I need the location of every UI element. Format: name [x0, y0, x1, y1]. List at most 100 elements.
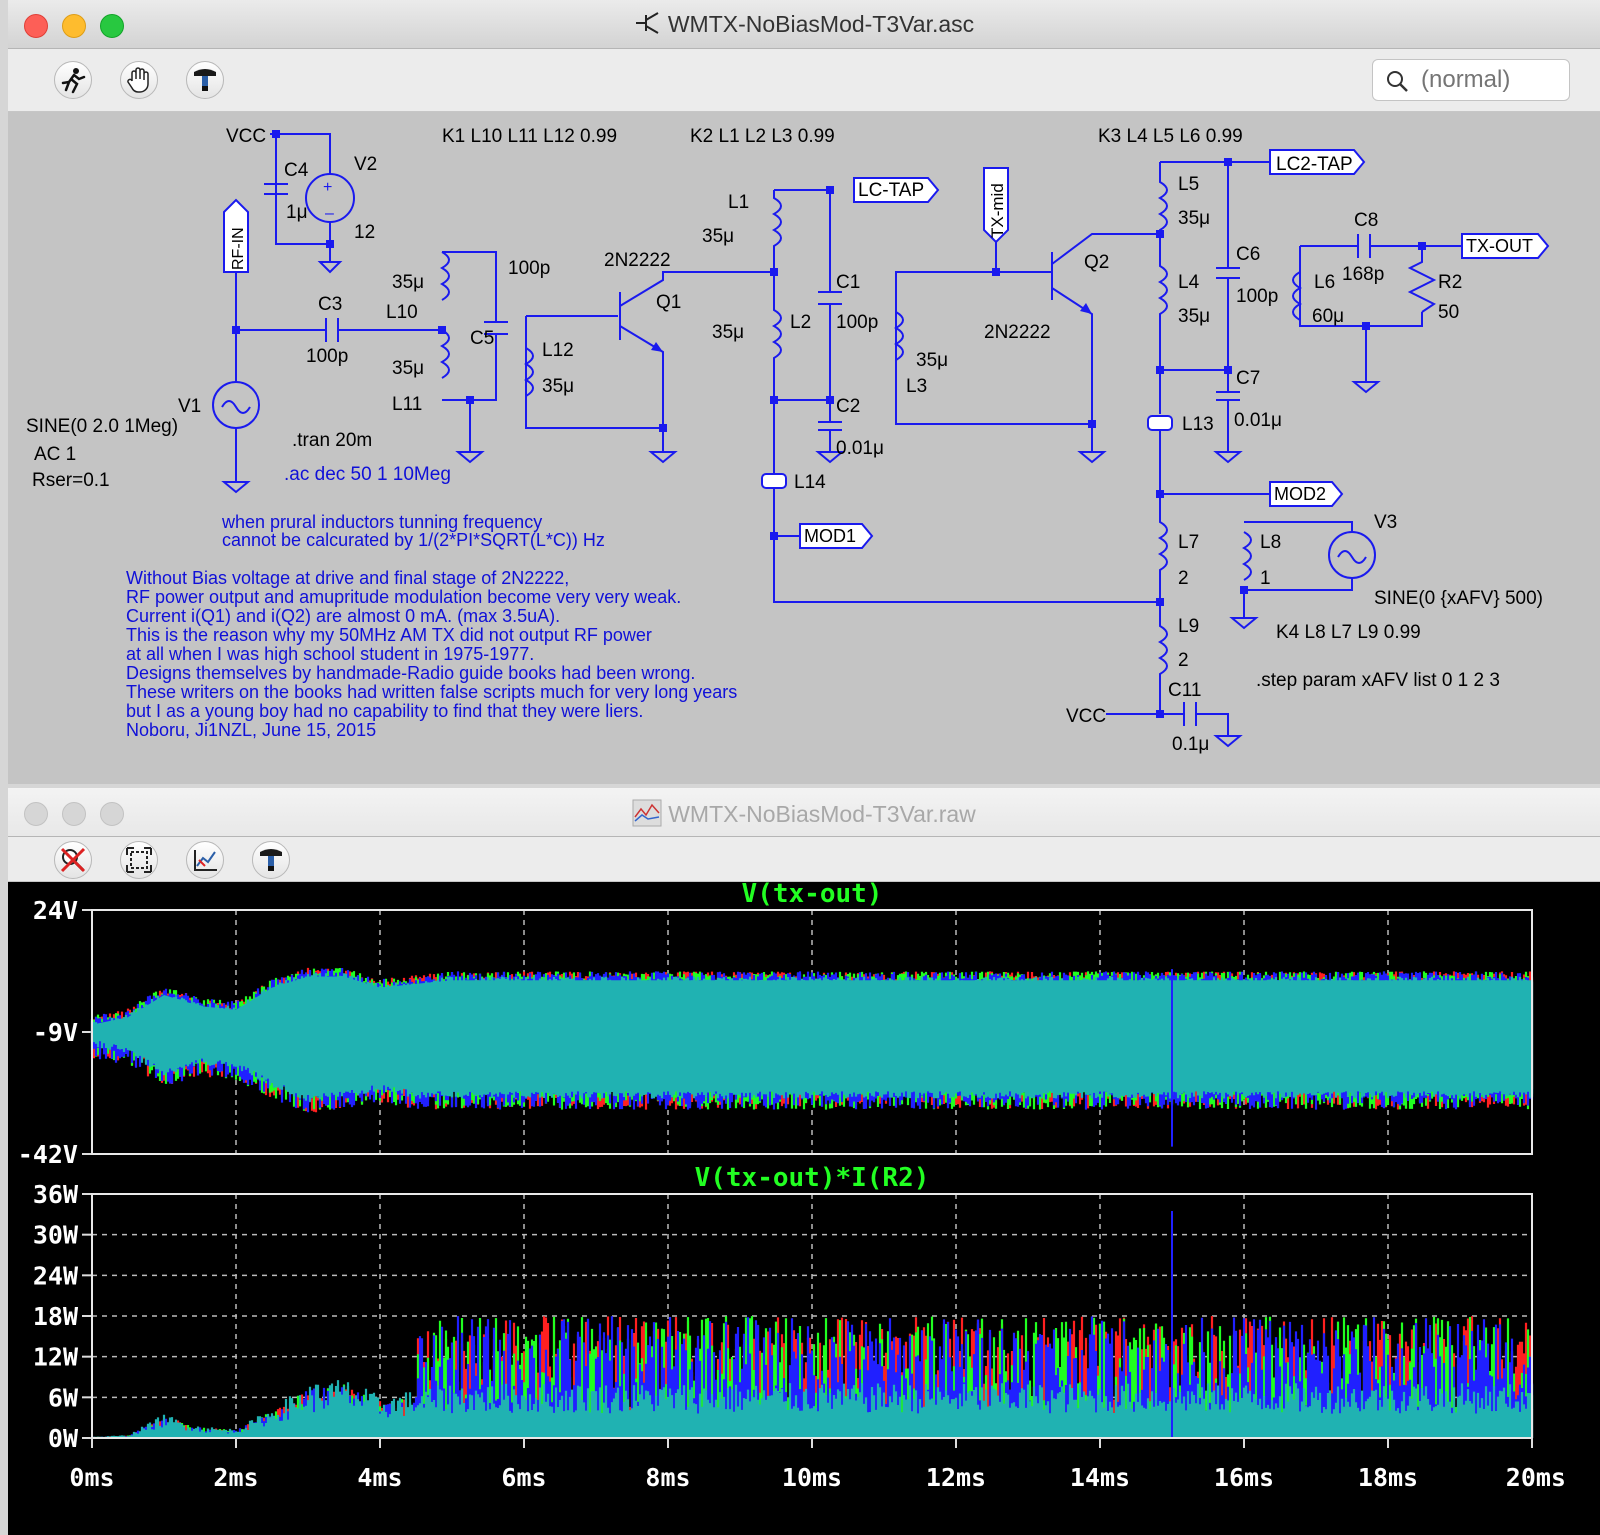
schematic-toolbar [8, 49, 1600, 112]
label-l7-value: 2 [1178, 568, 1189, 589]
waveform-window: WMTX-NoBiasMod-T3Var.raw [8, 788, 1600, 1535]
label-ac-directive: .ac dec 50 1 10Meg [284, 464, 451, 485]
label-c4: C4 [284, 160, 309, 181]
label-c3-value: 100p [306, 346, 348, 367]
label-l5: L5 [1178, 174, 1199, 195]
rf-in-flag [223, 198, 249, 273]
label-q1-model: 2N2222 [604, 250, 671, 271]
y-tick-label: 0W [48, 1424, 79, 1453]
label-c6: C6 [1236, 244, 1260, 265]
close-button[interactable] [24, 14, 48, 38]
waveform-toolbar [8, 837, 1600, 882]
label-c1-value: 100p [836, 312, 878, 333]
main-note-line: but I as a young boy had no capability t… [126, 701, 643, 721]
search-icon [1387, 71, 1408, 92]
waveform-window-title: WMTX-NoBiasMod-T3Var.raw [8, 799, 1600, 828]
label-l8-value: 1 [1260, 568, 1271, 589]
label-c3: C3 [318, 294, 342, 315]
label-l2-value: 35μ [712, 322, 744, 343]
label-l4-value: 35μ [1178, 306, 1210, 327]
waveform-title-text: WMTX-NoBiasMod-T3Var.raw [668, 801, 976, 827]
label-tx-mid: TX-mid [988, 183, 1007, 238]
zoom-button[interactable] [100, 802, 124, 826]
label-l3: L3 [906, 376, 927, 397]
schematic-title-text: WMTX-NoBiasMod-T3Var.asc [667, 11, 975, 37]
label-c2: C2 [836, 396, 860, 417]
hammer-icon [260, 849, 282, 871]
label-v3: V3 [1374, 512, 1397, 533]
label-l12-value: 35μ [542, 376, 574, 397]
main-note-line: RF power output and amupritude modulatio… [126, 587, 681, 607]
x-tick-label: 10ms [782, 1463, 842, 1492]
tx-out-flag [1461, 233, 1550, 259]
label-v2: V2 [354, 154, 377, 175]
schematic-canvas[interactable]: + – [8, 112, 1600, 784]
label-q2: Q2 [1084, 252, 1109, 273]
main-note-line: Without Bias voltage at drive and final … [126, 568, 569, 588]
main-note-line: Noboru, Ji1NZL, June 15, 2015 [126, 720, 376, 740]
label-l8: L8 [1260, 532, 1281, 553]
zoom-extent-button[interactable] [120, 841, 158, 879]
label-c7: C7 [1236, 368, 1260, 389]
x-tick-label: 20ms [1506, 1463, 1566, 1492]
main-note-line: at all when I was high school student in… [126, 644, 534, 664]
label-l2: L2 [790, 312, 811, 333]
label-l6-value: 60μ [1312, 306, 1344, 327]
autorange-button[interactable] [186, 841, 224, 879]
schematic-window-title: WMTX-NoBiasMod-T3Var.asc [8, 11, 1600, 38]
minimize-button[interactable] [62, 802, 86, 826]
settings-button[interactable] [186, 61, 224, 99]
main-note-line: Current i(Q1) and i(Q2) are almost 0 mA.… [126, 606, 560, 626]
label-r2: R2 [1438, 272, 1462, 293]
schematic-wires: + – [212, 133, 1464, 748]
search-input[interactable] [1419, 64, 1563, 96]
label-v1-sine: SINE(0 2.0 1Meg) [26, 416, 178, 437]
transistor-icon [635, 12, 659, 34]
y-tick-label: 36W [33, 1180, 79, 1209]
waveform-plots: V(tx-out)24V-9V-42VV(tx-out)*I(R2)36W30W… [18, 879, 1566, 1492]
waveform-file-icon [632, 799, 662, 827]
series-core-band [92, 976, 1532, 1095]
x-tick-label: 4ms [357, 1463, 402, 1492]
zoom-cancel-icon [60, 847, 86, 873]
svg-text:–: – [325, 205, 334, 222]
label-l13: L13 [1182, 414, 1214, 435]
label-lc2-tap: LC2-TAP [1276, 154, 1353, 175]
zoom-button[interactable] [100, 14, 124, 38]
freq-note-line: cannot be calcurated by 1/(2*PI*SQRT(L*C… [222, 530, 605, 550]
run-icon [61, 68, 86, 94]
hand-icon [127, 67, 149, 93]
label-l7: L7 [1178, 532, 1199, 553]
y-tick-label: -9V [33, 1018, 78, 1047]
l14-ferrite [761, 473, 787, 489]
label-r2-value: 50 [1438, 302, 1459, 323]
label-vcc-bottom: VCC [1066, 706, 1106, 727]
component-labels: VCC C4 1μ V2 12 K1 L10 L11 L12 0.99 K2 L… [26, 126, 1543, 755]
label-tran-directive: .tran 20m [292, 430, 372, 451]
label-c8-value: 168p [1342, 264, 1384, 285]
v3-source-symbol [1328, 531, 1376, 579]
search-field[interactable] [1372, 59, 1570, 101]
tx-mid-flag [983, 167, 1009, 244]
label-c8: C8 [1354, 210, 1378, 231]
x-tick-label: 6ms [501, 1463, 546, 1492]
label-step-directive: .step param xAFV list 0 1 2 3 [1256, 670, 1500, 691]
label-v1-ac: AC 1 [34, 444, 76, 465]
lc2-tap-flag [1269, 149, 1366, 175]
label-mod1: MOD1 [804, 526, 856, 546]
label-tx-out: TX-OUT [1466, 236, 1533, 256]
hammer-icon [194, 69, 216, 91]
minimize-button[interactable] [62, 14, 86, 38]
label-l9-value: 2 [1178, 650, 1189, 671]
x-tick-label: 0ms [69, 1463, 114, 1492]
settings-button[interactable] [252, 841, 290, 879]
label-c5-value: 100p [508, 258, 550, 279]
close-button[interactable] [24, 802, 48, 826]
label-l14: L14 [794, 472, 826, 493]
run-button[interactable] [54, 61, 92, 99]
x-tick-label: 18ms [1358, 1463, 1418, 1492]
zoom-cancel-button[interactable] [54, 841, 92, 879]
pan-button[interactable] [120, 61, 158, 99]
